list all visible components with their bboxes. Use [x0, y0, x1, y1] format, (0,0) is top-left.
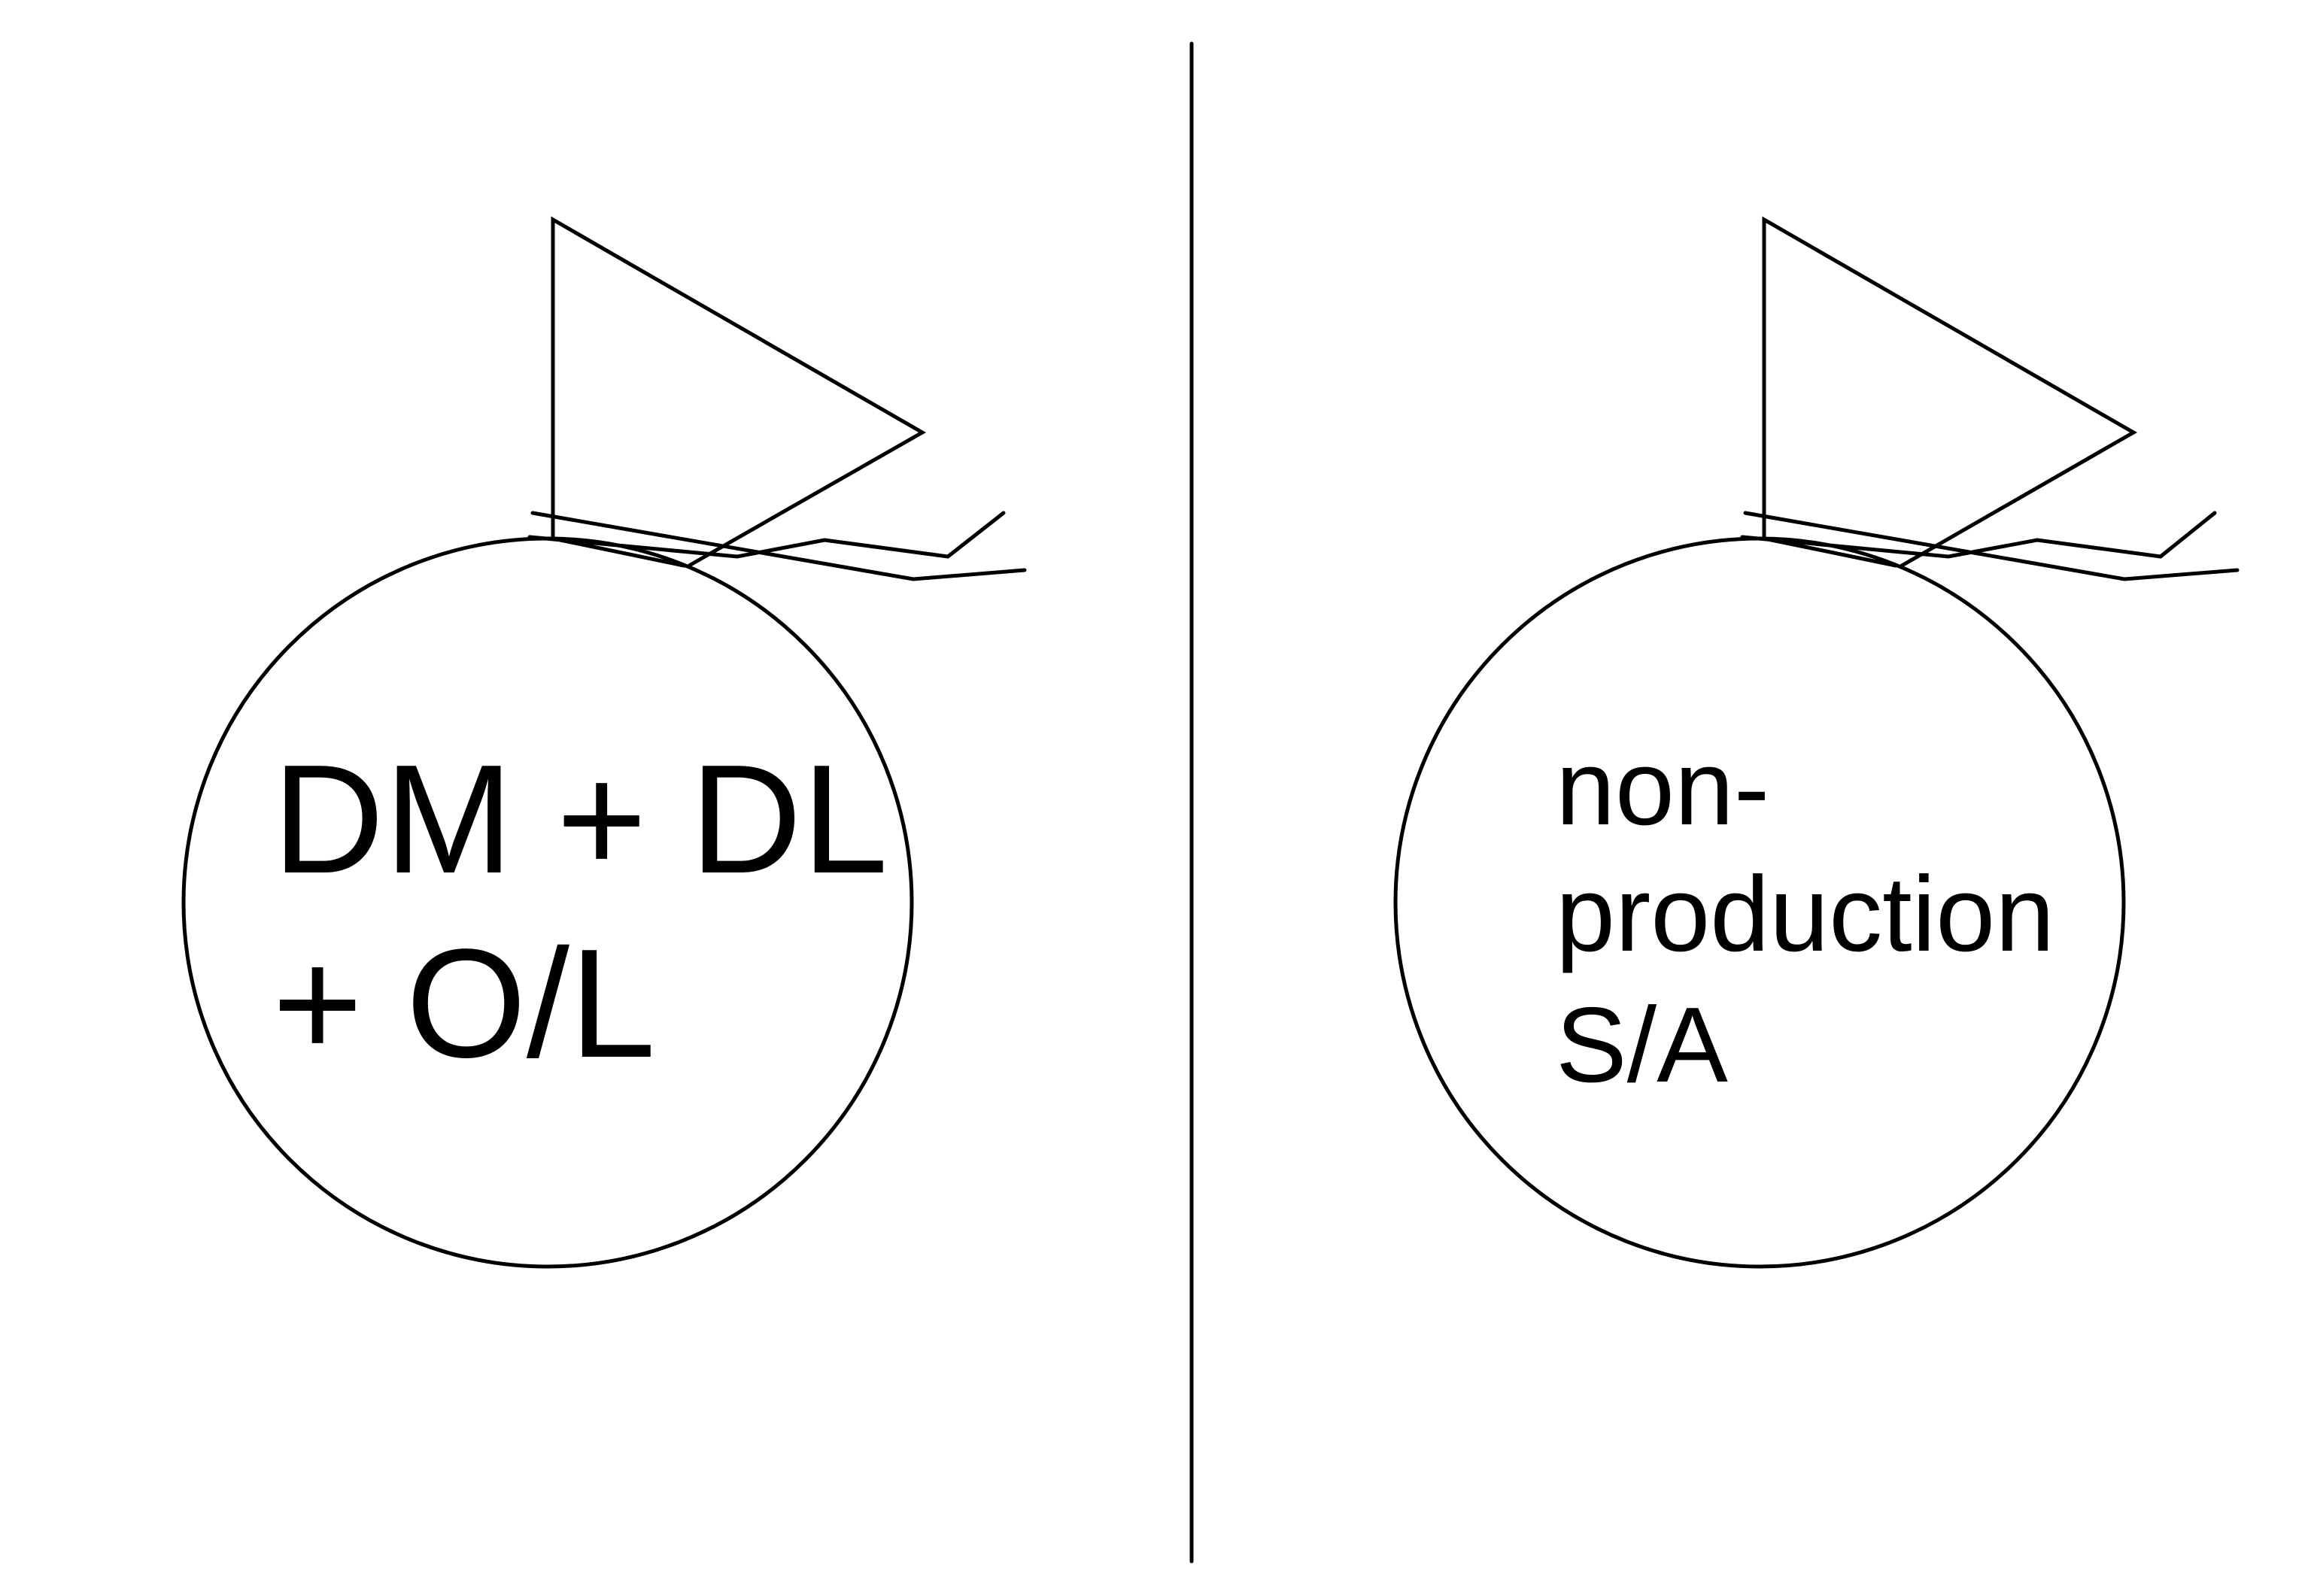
left-label: DM + DL + O/L	[272, 733, 925, 1090]
right-flag-icon	[1762, 216, 2138, 568]
right-label-line-3: S/A	[1556, 985, 1728, 1105]
right-mount-lines	[1740, 511, 2240, 581]
left-panel: DM + DL + O/L	[181, 216, 1027, 1269]
left-label-line-1: DM + DL	[272, 733, 883, 906]
left-label-line-2: + O/L	[272, 917, 656, 1090]
right-label: non- production S/A	[1556, 728, 2085, 1105]
left-mount-lines	[527, 511, 1027, 581]
left-flag-icon	[551, 216, 927, 568]
right-panel: non- production S/A	[1393, 216, 2240, 1269]
right-label-line-1: non-	[1556, 728, 1769, 848]
right-label-line-2: production	[1556, 854, 2054, 974]
